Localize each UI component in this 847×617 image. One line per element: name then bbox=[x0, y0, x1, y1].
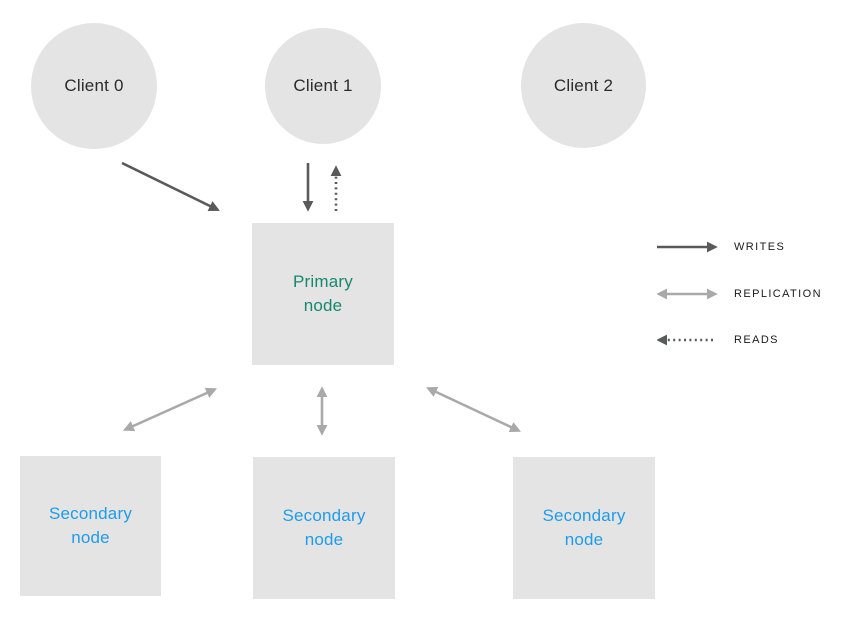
reads-arrow-icon bbox=[657, 334, 713, 346]
replication-arrow-icon bbox=[657, 288, 718, 300]
secondary-node-left: Secondary node bbox=[20, 456, 161, 596]
primary-node: Primary node bbox=[252, 223, 394, 365]
client-2-label: Client 2 bbox=[553, 75, 614, 95]
secondary-right-label-line2: node bbox=[564, 530, 604, 549]
replication-arrow-primary-left-secondary bbox=[122, 387, 218, 432]
client-1-node: Client 1 bbox=[265, 28, 381, 144]
secondary-middle-label-line2: node bbox=[304, 530, 344, 549]
primary-node-label-line1: Primary bbox=[293, 272, 353, 291]
secondary-left-label-line1: Secondary bbox=[48, 504, 133, 523]
replication-arrow-primary-right-secondary bbox=[426, 386, 521, 433]
legend-label-writes: WRITES bbox=[734, 241, 786, 253]
writes-arrow-client0-to-primary bbox=[121, 161, 220, 211]
legend-label-replication: REPLICATION bbox=[734, 288, 822, 300]
client-1-label: Client 1 bbox=[293, 76, 353, 95]
legend-row-writes: WRITES bbox=[657, 239, 785, 255]
secondary-middle-label-line1: Secondary bbox=[282, 506, 366, 525]
legend-label-reads: READS bbox=[734, 334, 779, 346]
secondary-right-label-line1: Secondary bbox=[542, 506, 626, 525]
client-2-node: Client 2 bbox=[521, 23, 646, 148]
client-0-node: Client 0 bbox=[31, 23, 157, 149]
legend-row-reads: READS bbox=[657, 332, 779, 348]
secondary-node-middle: Secondary node bbox=[253, 457, 395, 599]
primary-node-label-line2: node bbox=[303, 296, 343, 315]
writes-arrow-icon bbox=[657, 241, 718, 253]
secondary-node-right: Secondary node bbox=[513, 457, 655, 599]
legend-row-replication: REPLICATION bbox=[657, 286, 822, 302]
secondary-left-label-line2: node bbox=[71, 528, 110, 547]
client-0-label: Client 0 bbox=[64, 76, 124, 95]
